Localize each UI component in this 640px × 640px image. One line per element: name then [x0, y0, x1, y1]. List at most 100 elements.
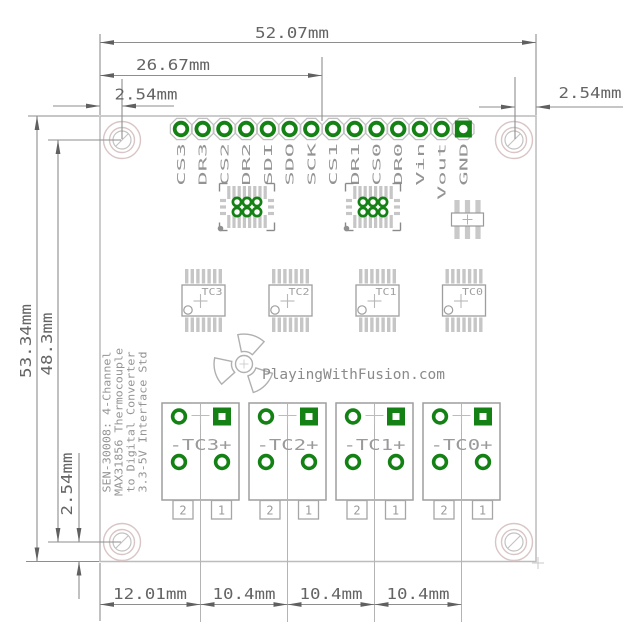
- block-pad-neg: [257, 408, 275, 425]
- ic-pin-pad: [190, 317, 194, 332]
- ic-pin-pad: [451, 317, 455, 332]
- ic-pin-pad: [294, 269, 298, 284]
- thermal-via: [231, 206, 243, 218]
- ic-pin-pad: [288, 269, 293, 284]
- soic-pad: [232, 215, 236, 228]
- soic-pad: [248, 215, 252, 228]
- mounting-hole-slash: [115, 133, 129, 147]
- dim-arrow: [122, 103, 136, 109]
- ic-pin-pad: [392, 317, 396, 332]
- soic-pad: [363, 186, 367, 199]
- dim-text-tc3-tc2: 10.4mm: [213, 585, 276, 603]
- ic-pin-pad: [359, 269, 363, 284]
- ic-pin-pad: [288, 317, 293, 332]
- mounting-hole: [494, 522, 534, 562]
- soic-pad: [379, 186, 383, 199]
- pin-number-label: 2: [179, 504, 186, 518]
- pin-number-box: [210, 499, 233, 520]
- dim-text-hole-offset-bottom-left: 2.54mm: [58, 453, 76, 516]
- soic-pad: [374, 186, 378, 199]
- pin-label: DR1: [349, 143, 362, 186]
- ic-pin-pad: [359, 317, 363, 332]
- soic-side-pad: [394, 211, 400, 216]
- ic-label: TC3: [202, 287, 223, 298]
- ic-pin-pad: [451, 269, 455, 284]
- dim-arrow: [186, 602, 201, 607]
- soic-pad: [363, 215, 367, 228]
- soic-pad: [358, 215, 362, 228]
- mounting-hole-drill: [504, 130, 524, 150]
- ic-pin-pad: [473, 317, 477, 332]
- block-pad-bottom: [300, 453, 318, 471]
- ic-pin-pad: [196, 269, 200, 284]
- board-side-text: 3.3-5V Interface Std: [137, 352, 150, 493]
- block-pad-pos-hole: [392, 413, 400, 420]
- pin-number-box: [384, 499, 407, 520]
- ic-pin-pad: [462, 317, 466, 332]
- ic-pin-pad: [375, 317, 380, 332]
- pin-label: GND: [457, 143, 470, 186]
- dim-arrow: [100, 40, 114, 45]
- soic-pad: [258, 186, 262, 199]
- ic-pin-pad: [456, 269, 461, 284]
- block-pad-bottom: [431, 453, 449, 471]
- thermal-via: [241, 206, 253, 218]
- soic-side-pad: [268, 211, 274, 216]
- pin-number-label: 2: [353, 504, 360, 518]
- block-pad-bottom: [387, 453, 405, 471]
- block-pad-bottom: [474, 453, 492, 471]
- soic-side-pad: [268, 198, 274, 203]
- thermal-via: [231, 196, 243, 208]
- pin-number-label: 1: [479, 504, 486, 518]
- soic-pad: [242, 186, 246, 199]
- ic-pin-pad: [375, 269, 380, 284]
- small-part-pad: [475, 200, 481, 214]
- ic-pin-pad: [370, 269, 374, 284]
- ic-pin-pad: [387, 317, 391, 332]
- ic-pin-pad: [283, 317, 287, 332]
- soic-pad: [389, 215, 393, 228]
- ic-pin-pad: [201, 269, 206, 284]
- mounting-hole-slash: [507, 535, 521, 549]
- ic-label: TC1: [376, 287, 397, 298]
- ic-pin-pad: [456, 317, 461, 332]
- mounting-hole-slash: [115, 535, 129, 549]
- soic-pad: [263, 186, 267, 199]
- pin-number-label: 2: [440, 504, 447, 518]
- ic-pin-pad: [207, 317, 211, 332]
- board-side-text: to Digital Converter: [125, 351, 138, 492]
- ic-pin1-circle: [443, 305, 454, 315]
- logo-radiation-blade: [247, 367, 274, 394]
- block-pad-bottom: [257, 453, 275, 471]
- mounting-hole-slash: [507, 133, 521, 147]
- ic-pin-pad: [387, 269, 391, 284]
- soic-pad: [263, 215, 267, 228]
- header-pin-pad: [194, 120, 211, 138]
- dim-arrow: [536, 104, 550, 110]
- small-part-pad: [454, 225, 460, 239]
- dim-arrow: [374, 602, 389, 607]
- soic-pad: [374, 215, 378, 228]
- header-pin-pad: [281, 120, 298, 138]
- thermal-via: [377, 206, 389, 218]
- block-pad-neg: [431, 408, 449, 425]
- soic-pad: [368, 215, 372, 228]
- pin1-dot: [217, 225, 224, 232]
- logo-radiation-blade: [236, 333, 266, 356]
- header-pin-pad: [346, 120, 363, 138]
- header-pin-pad: [411, 120, 429, 138]
- pin-label: Vin: [414, 143, 427, 186]
- ic-pin-pad: [381, 317, 385, 332]
- small-part-pad: [475, 225, 481, 239]
- pin-label: SDO: [284, 143, 297, 186]
- dim-arrow: [273, 602, 288, 607]
- pin-label: CS1: [327, 143, 340, 186]
- soic-pad: [242, 215, 246, 228]
- soic-side-pad: [220, 211, 226, 216]
- header-pin-pad: [390, 120, 407, 138]
- mounting-hole-drill: [504, 532, 524, 552]
- pin-label: SCK: [305, 142, 318, 185]
- ic-pin-pad: [213, 269, 217, 284]
- soic-pad: [353, 215, 357, 228]
